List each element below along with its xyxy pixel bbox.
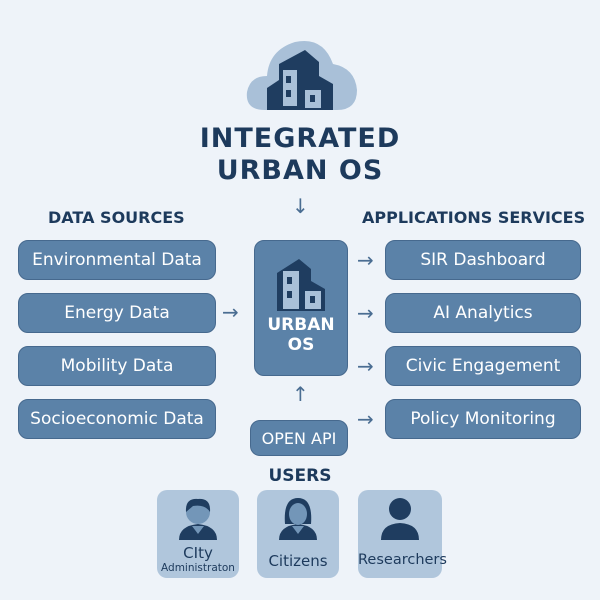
title-line-2: URBAN OS: [216, 155, 384, 186]
urban-os-core[interactable]: URBAN OS: [254, 240, 348, 376]
title-line-1: INTEGRATED: [199, 123, 401, 154]
data-source-socioeconomic[interactable]: Socioeconomic Data: [18, 399, 216, 439]
data-sources-heading: DATA SOURCES: [48, 208, 185, 227]
user-label: Researchers: [358, 552, 447, 568]
arrow-right-icon: →: [222, 300, 239, 324]
user-city-administrator[interactable]: CIty Administraton: [157, 490, 239, 578]
arrow-right-icon: →: [357, 407, 374, 431]
users-heading: USERS: [268, 466, 332, 486]
cloud-building-icon: [246, 40, 357, 110]
user-researchers[interactable]: Researchers: [358, 490, 447, 578]
data-source-environmental[interactable]: Environmental Data: [18, 240, 216, 280]
urban-os-label-2: OS: [287, 335, 315, 355]
user-citizens[interactable]: Citizens: [257, 490, 339, 578]
arrow-right-icon: →: [357, 248, 374, 272]
researcher-icon: [381, 498, 419, 540]
user-label: CIty: [183, 544, 213, 562]
app-policy-monitoring[interactable]: Policy Monitoring: [385, 399, 581, 439]
building-icon: [277, 259, 325, 311]
data-source-mobility[interactable]: Mobility Data: [18, 346, 216, 386]
open-api-box[interactable]: OPEN API: [250, 420, 348, 456]
app-civic-engagement[interactable]: Civic Engagement: [385, 346, 581, 386]
data-source-energy[interactable]: Energy Data: [18, 293, 216, 333]
user-label-2: Administraton: [161, 562, 235, 574]
arrow-right-icon: →: [357, 354, 374, 378]
arrow-down-icon: ↓: [292, 194, 309, 218]
administrator-icon: [179, 498, 217, 540]
user-label: Citizens: [268, 552, 328, 570]
urban-os-label-1: URBAN: [267, 315, 335, 335]
app-ai-analytics[interactable]: AI Analytics: [385, 293, 581, 333]
citizen-icon: [279, 498, 317, 540]
applications-heading: APPLICATIONS SERVICES: [362, 208, 586, 227]
arrow-up-icon: ↑: [292, 382, 309, 406]
arrow-right-icon: →: [357, 301, 374, 325]
app-sir-dashboard[interactable]: SIR Dashboard: [385, 240, 581, 280]
